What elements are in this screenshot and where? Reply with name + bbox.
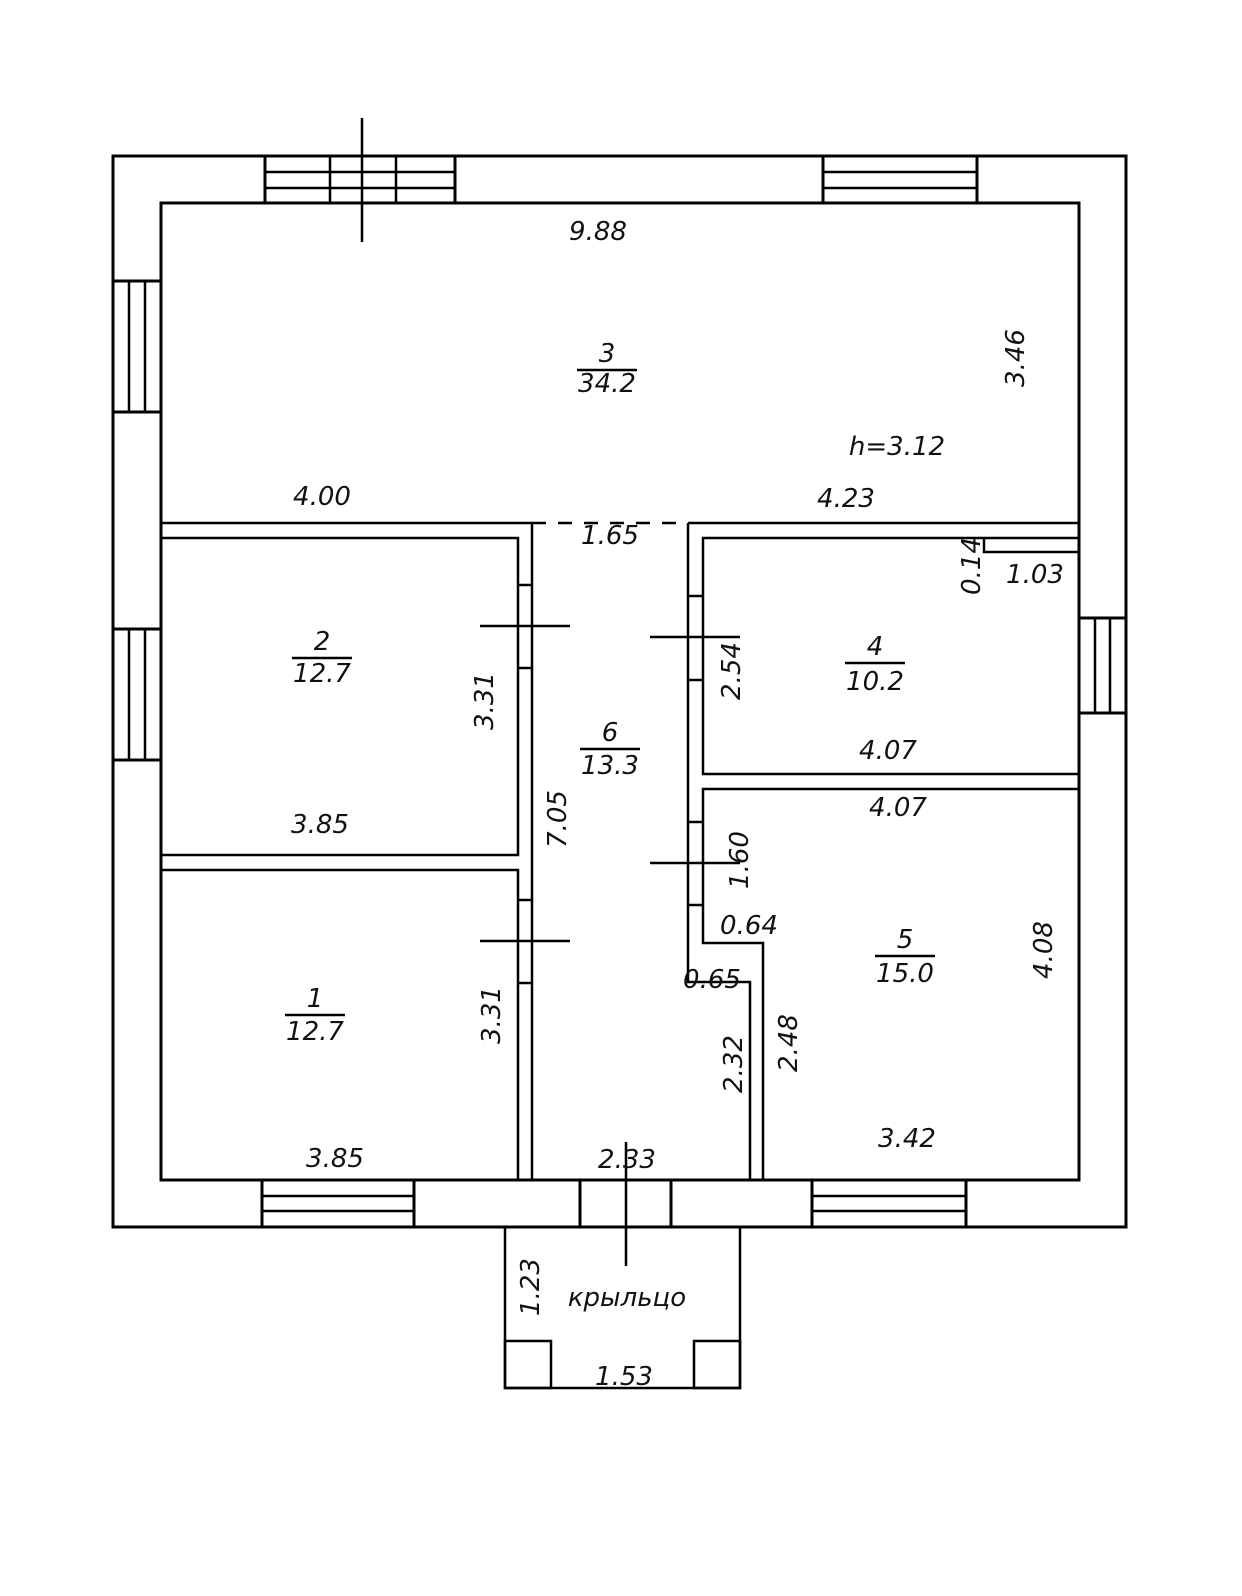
window-left-top: [111, 279, 163, 414]
porch-label: крыльцо: [568, 1283, 686, 1313]
dim-room4-notch-h: 0.14: [957, 537, 987, 595]
porch-outline: [503, 1227, 742, 1390]
window-bottom-right: [810, 1178, 968, 1229]
dim-hall-length: 7.05: [543, 790, 573, 848]
dim-room4-notch-w: 1.03: [1006, 560, 1064, 590]
porch-post-right: [692, 1339, 742, 1390]
room-5-walls: [701, 787, 1079, 1180]
room-number: 4: [867, 632, 884, 662]
door-room4: [650, 594, 740, 682]
dim-room5-width-top: 4.07: [869, 793, 927, 823]
dim-room5-depth: 4.08: [1029, 921, 1059, 979]
room-3-label: 3 34.2: [577, 339, 637, 399]
room-number: 3: [599, 339, 616, 369]
dim-room5-step: 0.64: [720, 911, 778, 941]
door-room2: [480, 583, 570, 670]
room-area: 34.2: [578, 369, 636, 399]
room-area: 12.7: [293, 659, 351, 689]
room-6-label: 6 13.3: [580, 718, 640, 781]
dim-room1-depth: 3.31: [477, 986, 507, 1044]
dim-room2-width: 3.85: [291, 810, 349, 840]
ceiling-height: h=3.12: [849, 432, 945, 462]
dim-room2-depth: 3.31: [470, 672, 500, 730]
room-number: 2: [314, 627, 331, 657]
door-room5: [650, 820, 740, 907]
room-5-label: 5 15.0: [875, 925, 935, 989]
room-4-label: 4 10.2: [845, 632, 905, 697]
door-room1: [480, 898, 570, 985]
dim-room5-width-bottom: 3.42: [878, 1124, 936, 1154]
dim-room3-left: 4.00: [293, 482, 351, 512]
room-1-walls: [161, 868, 520, 1180]
window-left-bottom: [111, 627, 163, 762]
dim-room5-wall-seg: 1.60: [725, 831, 755, 889]
dim-room4-depth: 2.54: [717, 642, 747, 700]
window-top-right: [821, 154, 979, 205]
room-1-label: 1 12.7: [285, 984, 345, 1047]
porch-post-left: [503, 1339, 553, 1390]
hall-right-wall: [686, 523, 752, 1180]
room-area: 13.3: [581, 751, 639, 781]
dim-hall-width: 2.33: [598, 1145, 656, 1175]
dim-room5-lower-len: 2.48: [774, 1014, 804, 1072]
dim-room4-width: 4.07: [859, 736, 917, 766]
dim-porch-width: 1.53: [595, 1362, 653, 1392]
room-area: 15.0: [876, 959, 934, 989]
window-bottom-left: [260, 1178, 416, 1229]
room-number: 1: [307, 984, 324, 1014]
dim-room3-width: 9.88: [569, 217, 627, 247]
dim-room3-depth: 3.46: [1001, 329, 1031, 387]
dim-porch-depth: 1.23: [516, 1258, 546, 1316]
room-number: 5: [897, 925, 914, 955]
room-area: 10.2: [846, 667, 904, 697]
dim-room3-right: 4.23: [817, 484, 875, 514]
dim-hall-step: 0.65: [683, 965, 741, 995]
window-top-left: [263, 154, 457, 205]
dim-hall-opening: 1.65: [581, 521, 639, 551]
room-number: 6: [602, 718, 619, 748]
window-right: [1077, 616, 1128, 715]
dim-hall-lower-len: 2.32: [719, 1035, 749, 1093]
room-4-walls: [701, 536, 1079, 776]
room-2-walls: [161, 536, 520, 857]
outer-wall-exterior: [111, 154, 1128, 1229]
dim-room1-width: 3.85: [306, 1144, 364, 1174]
room-area: 12.7: [286, 1017, 344, 1047]
room-2-label: 2 12.7: [292, 627, 352, 689]
room-4-notch: [982, 538, 1079, 554]
